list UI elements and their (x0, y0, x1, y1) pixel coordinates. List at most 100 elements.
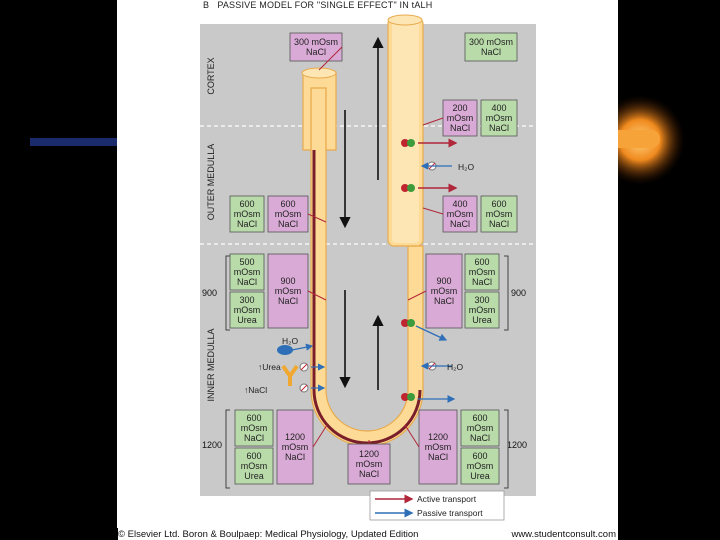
depth-1200-right: 1200 (507, 440, 527, 450)
zone-label-inner: INNER MEDULLA (206, 328, 216, 401)
depth-900-right: 900 (511, 288, 526, 298)
conc-box-line: NaCl (237, 277, 257, 287)
conc-box-line: Urea (237, 315, 257, 325)
zone-label-outer: OUTER MEDULLA (206, 144, 216, 221)
h2o-label-inner: H₂O (447, 362, 463, 372)
conc-box-line: mOsm (234, 209, 261, 219)
conc-box-line: mOsm (447, 209, 474, 219)
box-connector (312, 424, 328, 448)
conc-box-line: NaCl (481, 47, 501, 57)
conc-box-line: 300 (474, 295, 489, 305)
conc-box-line: 600 (239, 199, 254, 209)
legend: Active transport Passive transport (369, 490, 505, 521)
conc-box-line: Urea (472, 315, 492, 325)
conc-box-line: mOsm (234, 305, 261, 315)
footer-copyright: © Elsevier Ltd. Boron & Boulpaep: Medica… (118, 529, 419, 540)
thin-limb-lining (312, 150, 422, 445)
footer-url[interactable]: www.studentconsult.com (511, 529, 616, 540)
conc-box-line: NaCl (470, 433, 490, 443)
conc-box-line: Urea (470, 471, 490, 481)
panel-title: B PASSIVE MODEL FOR "SINGLE EFFECT" IN t… (203, 0, 432, 10)
conc-box-line: NaCl (278, 296, 298, 306)
ascending-lumen (392, 18, 419, 243)
depth-900-left: 900 (202, 288, 217, 298)
conc-box-line: mOsm (282, 442, 309, 452)
conc-box-line: 400 (491, 103, 506, 113)
urea-label: ↑Urea (258, 362, 281, 372)
conc-box-line: 1200 (428, 432, 448, 442)
conc-box-line: 600 (472, 451, 487, 461)
box-connector (407, 290, 427, 301)
conc-box-line: 900 (280, 276, 295, 286)
box-connector (307, 213, 327, 223)
legend-passive: Passive transport (417, 508, 483, 518)
conc-box-line: mOsm (275, 286, 302, 296)
conc-box-line: 300 mOsm (469, 37, 513, 47)
conc-box-line: NaCl (450, 219, 470, 229)
box-connector (422, 207, 444, 215)
conc-box-line: NaCl (278, 219, 298, 229)
conc-box-line: 600 (246, 413, 261, 423)
legend-active: Active transport (417, 494, 477, 504)
conc-box-line: mOsm (356, 459, 383, 469)
ascending-opening (387, 14, 423, 26)
conc-box-line: NaCl (306, 47, 326, 57)
conc-box-line: mOsm (425, 442, 452, 452)
descending-funnel (302, 71, 337, 151)
conc-box-line: mOsm (241, 461, 268, 471)
conc-box-line: 600 (491, 199, 506, 209)
conc-box-line: NaCl (359, 469, 379, 479)
conc-box-line: 600 (246, 451, 261, 461)
conc-box-line: 600 (472, 413, 487, 423)
conc-box-line: NaCl (285, 452, 305, 462)
conc-box-line: NaCl (489, 123, 509, 133)
h2o-label-left: H₂O (282, 336, 298, 346)
conc-box-line: NaCl (428, 452, 448, 462)
conc-box-line: mOsm (469, 267, 496, 277)
conc-box-line: NaCl (472, 277, 492, 287)
conc-box-line: mOsm (241, 423, 268, 433)
loop-tubule (310, 83, 424, 447)
conc-box-line: mOsm (469, 305, 496, 315)
conc-box-line: 500 (239, 257, 254, 267)
conc-box-line: 1200 (359, 449, 379, 459)
conc-box-line: NaCl (244, 433, 264, 443)
h2o-label-outer: H₂O (458, 162, 474, 172)
conc-box-line: mOsm (234, 267, 261, 277)
depth-1200-left: 1200 (202, 440, 222, 450)
conc-box-line: Urea (244, 471, 264, 481)
conc-box-line: mOsm (486, 113, 513, 123)
box-connector (422, 117, 444, 126)
conc-box-line: mOsm (467, 423, 494, 433)
box-connector (307, 290, 327, 301)
panel-title-text: PASSIVE MODEL FOR "SINGLE EFFECT" IN tAL… (217, 0, 433, 10)
zone-label-cortex: CORTEX (206, 57, 216, 94)
funnel-opening (301, 67, 337, 79)
panel-letter: B (203, 0, 210, 10)
copyright-footer: © Elsevier Ltd. Boron & Boulpaep: Medica… (118, 528, 618, 540)
box-connector (318, 46, 343, 71)
